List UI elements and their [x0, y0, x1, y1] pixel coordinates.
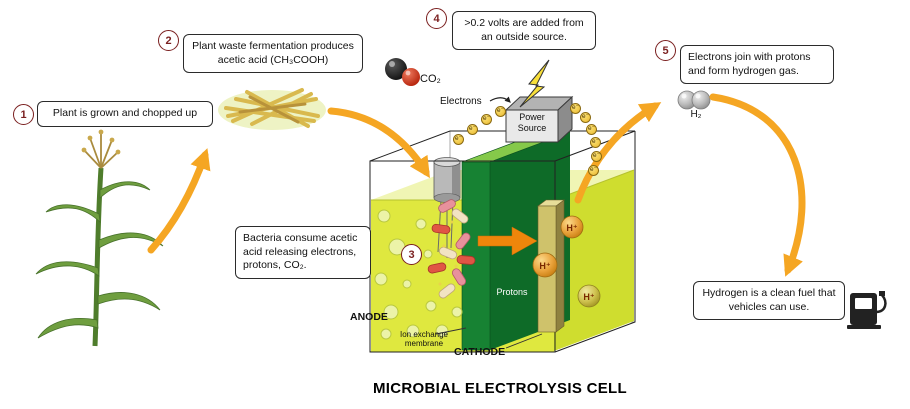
step-4-box: >0.2 volts are added from an outside sou…: [452, 11, 596, 51]
electron-particle: e⁻: [495, 106, 506, 117]
step-3-badge: 3: [401, 244, 422, 265]
step-3-box: Bacteria consume acetic acid releasing e…: [235, 226, 371, 279]
straw-pile-illustration: [218, 88, 326, 130]
h-plus-label: H⁺: [566, 223, 577, 233]
power-source-box: [504, 95, 574, 144]
co2-molecule-icon: [385, 58, 420, 86]
corn-tassel: [83, 132, 119, 169]
arrow-proton-flow: [477, 226, 538, 256]
label-pointer-lines: [435, 327, 543, 349]
electron-particle: e⁻: [591, 151, 602, 162]
step-2-box: Plant waste fermentation produces acetic…: [183, 34, 363, 74]
step-1-badge: 1: [13, 104, 34, 125]
electron-particle: e⁻: [467, 124, 478, 135]
electron-particle: e⁻: [588, 165, 599, 176]
step-4-badge: 4: [426, 8, 447, 29]
bacteria-cluster: [427, 199, 476, 299]
step-5-badge: 5: [655, 40, 676, 61]
membrane-label: Ion exchange membrane: [399, 330, 449, 349]
electron-particle: e⁻: [590, 137, 601, 148]
step-1-box: Plant is grown and chopped up: [37, 101, 213, 127]
anode-label: ANODE: [350, 311, 388, 323]
corn-plant-illustration: [35, 129, 164, 347]
h-plus-ion: [577, 284, 601, 308]
h-plus-ion: [560, 215, 584, 239]
hydrogen-fuel-box: Hydrogen is a clean fuel that vehicles c…: [693, 281, 845, 321]
protons-label: Protons: [496, 287, 528, 297]
h2-molecule-icon: [677, 90, 711, 110]
step-5-box: Electrons join with protons and form hyd…: [680, 45, 834, 85]
co2-label: CO₂: [420, 73, 441, 85]
electron-particle: e⁻: [580, 112, 591, 123]
arrow-plant-to-straw: [147, 148, 211, 254]
electron-particle: e⁻: [481, 114, 492, 125]
step-2-badge: 2: [158, 30, 179, 51]
h2-label: H₂: [690, 109, 702, 120]
electron-particle: e⁻: [453, 134, 464, 145]
arrow-h2-to-fuel: [709, 93, 806, 277]
arrow-straw-to-cell: [327, 107, 430, 179]
arrow-cell-to-h2: [574, 102, 662, 204]
electron-particle: e⁻: [586, 124, 597, 135]
anode-bubbles: [374, 209, 463, 340]
electron-particle: e⁻: [570, 103, 581, 114]
h-plus-ions: H⁺ H⁺ H⁺: [532, 215, 601, 308]
diagram-title: MICROBIAL ELECTROLYSIS CELL: [373, 380, 627, 397]
power-source-label: Power Source: [517, 112, 547, 133]
fuel-pump-icon: [847, 291, 887, 329]
h-plus-ion: [532, 252, 558, 278]
electrons-pointer-arrow: [489, 96, 511, 103]
h-plus-label: H⁺: [583, 292, 594, 302]
h-plus-label: H⁺: [539, 261, 550, 271]
electrons-label: Electrons: [440, 96, 482, 107]
lightning-bolt-icon: [519, 59, 550, 108]
cathode-label: CATHODE: [454, 346, 506, 358]
